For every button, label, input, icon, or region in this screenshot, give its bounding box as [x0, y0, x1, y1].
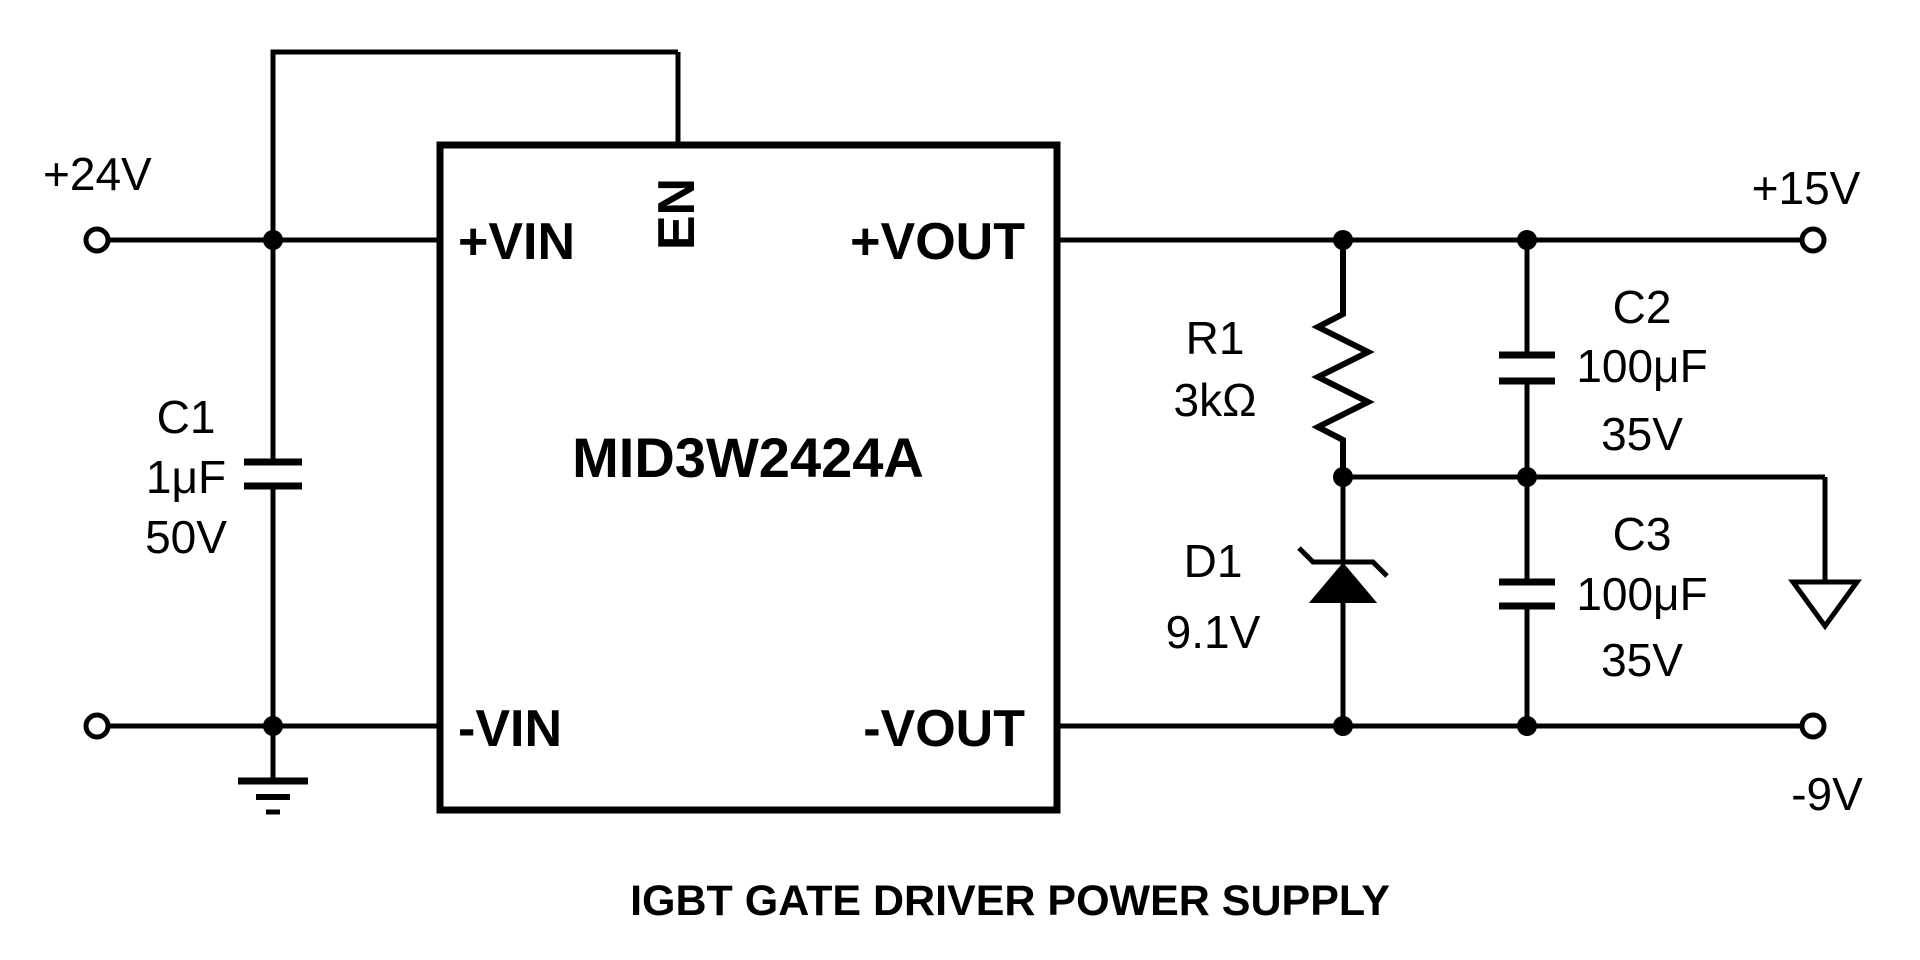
schematic-title: IGBT GATE DRIVER POWER SUPPLY	[630, 877, 1390, 925]
capacitor-c1-plates	[244, 458, 302, 490]
terminal-input-return-icon	[83, 712, 111, 740]
junction-c3-bottom	[1517, 716, 1537, 736]
label-c3-designator: C3	[1613, 508, 1672, 560]
junction-dots	[263, 230, 1537, 736]
junction-d1-bottom	[1333, 716, 1353, 736]
dcdc-module-outline	[436, 141, 1061, 814]
capacitor-c3-plates	[1499, 578, 1555, 610]
wires	[108, 49, 1828, 779]
label-output-negative-voltage: -9V	[1791, 768, 1863, 820]
zener-anode-triangle	[1308, 562, 1378, 603]
zener-cathode-bar	[1297, 546, 1389, 578]
label-c2-designator: C2	[1613, 281, 1672, 333]
label-output-positive-voltage: +15V	[1752, 162, 1861, 214]
label-c2-value: 100μF	[1576, 340, 1707, 392]
terminal-plus24v-icon	[83, 226, 111, 254]
terminal-plus15v-icon	[1799, 226, 1827, 254]
label-c1-designator: C1	[157, 391, 216, 443]
resistor-r1-symbol	[1311, 240, 1375, 477]
module-part-number: MID3W2424A	[572, 426, 924, 489]
pin-label-vout-negative: -VOUT	[863, 700, 1025, 758]
pin-label-vin-positive: +VIN	[458, 213, 575, 271]
label-input-voltage: +24V	[43, 148, 152, 200]
junction-c2-top	[1517, 230, 1537, 250]
pin-label-vout-positive: +VOUT	[850, 213, 1025, 271]
junction-r1-d1-mid	[1333, 467, 1353, 487]
label-c1-value: 1μF	[146, 451, 226, 503]
capacitor-symbols	[244, 351, 1555, 610]
junction-c2-c3-mid	[1517, 467, 1537, 487]
pin-label-enable: EN	[648, 178, 706, 250]
junction-input-bottom	[263, 716, 283, 736]
pin-label-vin-negative: -VIN	[458, 700, 562, 758]
label-c2-rating: 35V	[1601, 408, 1683, 460]
wire-enable-rail-and-c1-top	[270, 49, 678, 459]
capacitor-c2-plates	[1499, 351, 1555, 385]
label-d1-designator: D1	[1184, 535, 1243, 587]
label-d1-value: 9.1V	[1166, 606, 1261, 658]
terminal-circles	[83, 226, 1827, 740]
junction-input-top	[263, 230, 283, 250]
chassis-ground-arrow-icon	[1788, 579, 1862, 631]
zener-d1-symbol	[1297, 546, 1389, 603]
label-r1-value: 3kΩ	[1174, 374, 1257, 426]
label-r1-designator: R1	[1186, 312, 1245, 364]
label-c3-value: 100μF	[1576, 568, 1707, 620]
terminal-minus9v-icon	[1799, 712, 1827, 740]
label-c1-rating: 50V	[145, 511, 227, 563]
earth-ground-icon	[238, 777, 308, 815]
label-c3-rating: 35V	[1601, 634, 1683, 686]
junction-r1-top	[1333, 230, 1353, 250]
